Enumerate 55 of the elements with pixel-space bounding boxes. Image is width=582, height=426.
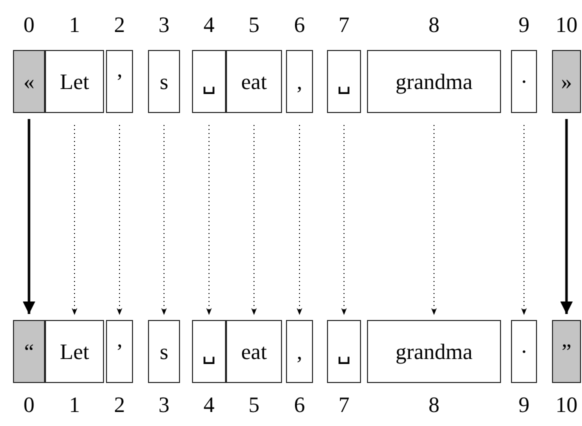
- index-number: 7: [338, 394, 350, 416]
- index-number: 8: [428, 394, 440, 416]
- token-box: s: [148, 50, 180, 113]
- index-number: 4: [204, 394, 214, 416]
- arrow: [431, 124, 437, 316]
- token-box: »: [552, 50, 581, 113]
- arrow: [560, 119, 573, 314]
- token-box: Let: [45, 50, 104, 113]
- token-box: ,: [286, 50, 313, 113]
- token-box: ’: [106, 320, 133, 383]
- index-number: 6: [294, 14, 305, 36]
- index-number: 6: [294, 394, 305, 416]
- index-number: 4: [204, 14, 214, 36]
- token-box: s: [148, 320, 180, 383]
- index-number: 0: [24, 14, 34, 36]
- index-number: 0: [24, 394, 34, 416]
- token-box: Let: [45, 320, 104, 383]
- index-number: 3: [158, 14, 170, 36]
- index-number: 9: [518, 394, 530, 416]
- arrow: [22, 119, 36, 314]
- index-number: 2: [114, 14, 125, 36]
- token-box: ␣: [192, 320, 226, 383]
- index-number: 8: [428, 14, 440, 36]
- index-number: 9: [518, 14, 530, 36]
- arrow: [206, 124, 212, 316]
- token-box: ␣: [192, 50, 226, 113]
- arrow: [161, 124, 167, 316]
- index-number: 2: [114, 394, 125, 416]
- token-box: ·: [511, 50, 537, 113]
- token-box: eat: [226, 320, 282, 383]
- token-box: ␣: [327, 50, 361, 113]
- index-number: 1: [69, 394, 80, 416]
- token-box: ␣: [327, 320, 361, 383]
- arrow: [521, 124, 527, 316]
- token-box: ’: [106, 50, 133, 113]
- arrow: [251, 124, 257, 316]
- arrow: [72, 124, 78, 316]
- index-number: 5: [248, 394, 260, 416]
- index-number: 5: [248, 14, 260, 36]
- token-box: grandma: [367, 50, 501, 113]
- arrow: [296, 124, 302, 316]
- token-box: ,: [286, 320, 313, 383]
- index-number: 10: [556, 394, 578, 416]
- arrow: [116, 124, 122, 316]
- index-number: 3: [158, 394, 170, 416]
- token-box: grandma: [367, 320, 501, 383]
- index-number: 10: [556, 14, 578, 36]
- index-number: 7: [338, 14, 350, 36]
- token-box: «: [13, 50, 45, 113]
- token-box: ”: [552, 320, 581, 383]
- token-box: eat: [226, 50, 282, 113]
- token-box: ·: [511, 320, 537, 383]
- index-number: 1: [69, 14, 80, 36]
- token-box: “: [13, 320, 45, 383]
- arrow: [341, 124, 347, 316]
